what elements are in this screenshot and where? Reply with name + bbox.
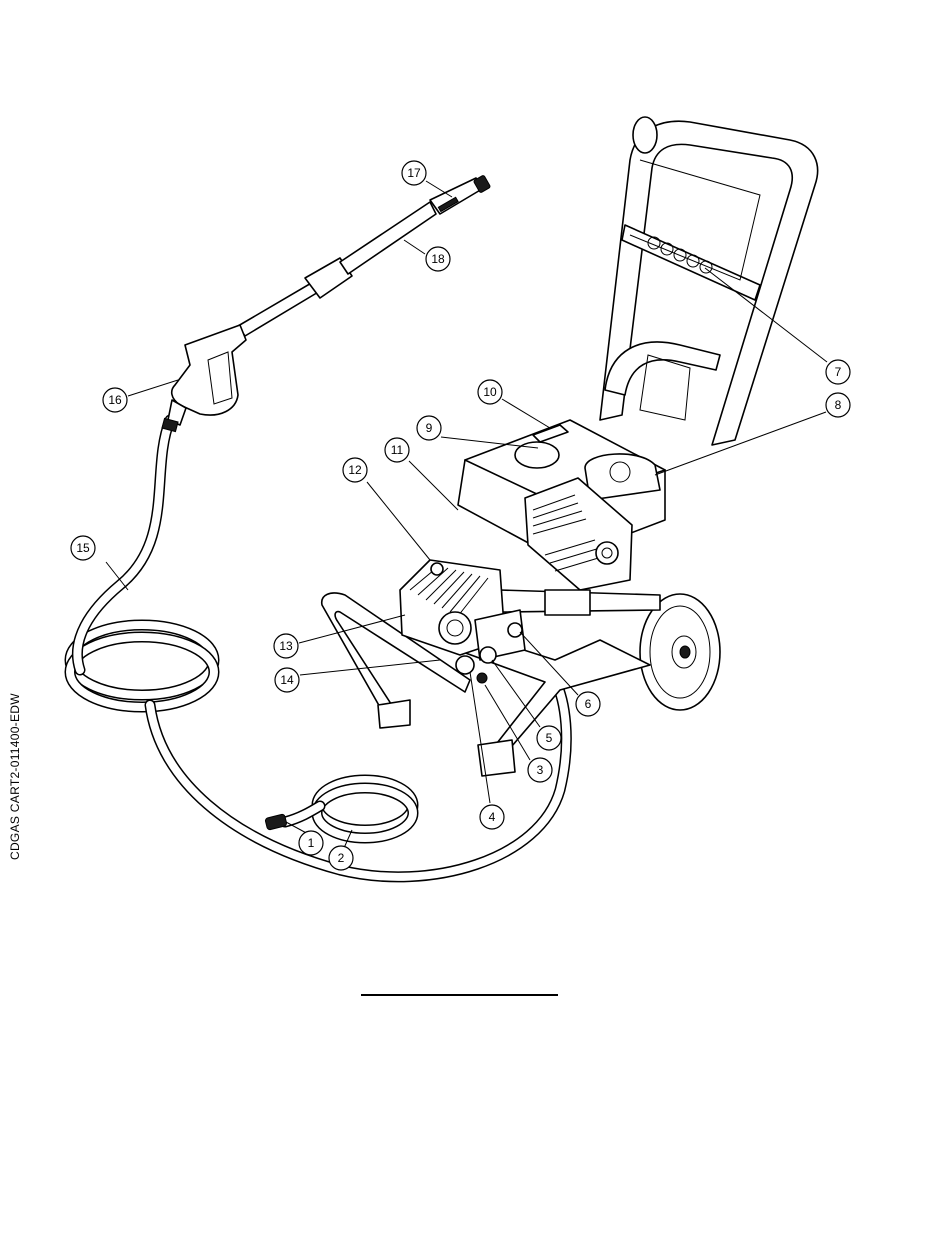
svg-text:13: 13 xyxy=(279,639,293,653)
svg-text:3: 3 xyxy=(537,763,544,777)
svg-text:16: 16 xyxy=(108,393,122,407)
callout-15: 15 xyxy=(71,536,95,560)
callout-10: 10 xyxy=(478,380,502,404)
callout-16: 16 xyxy=(103,388,127,412)
caption-underline xyxy=(361,994,558,996)
svg-text:18: 18 xyxy=(431,252,445,266)
svg-text:7: 7 xyxy=(835,365,842,379)
svg-text:1: 1 xyxy=(308,836,315,850)
callout-3: 3 xyxy=(528,758,552,782)
svg-text:10: 10 xyxy=(483,385,497,399)
spray-wand xyxy=(238,175,491,336)
callout-9: 9 xyxy=(417,416,441,440)
drawing-code: CDGAS CART2-011400-EDW xyxy=(8,693,22,860)
svg-text:12: 12 xyxy=(348,463,362,477)
svg-text:17: 17 xyxy=(407,166,421,180)
svg-text:14: 14 xyxy=(280,673,294,687)
svg-text:15: 15 xyxy=(76,541,90,555)
svg-text:8: 8 xyxy=(835,398,842,412)
callout-5: 5 xyxy=(537,726,561,750)
svg-text:2: 2 xyxy=(338,851,345,865)
callout-6: 6 xyxy=(576,692,600,716)
callout-11: 11 xyxy=(385,438,409,462)
callout-18: 18 xyxy=(426,247,450,271)
callout-12: 12 xyxy=(343,458,367,482)
svg-text:4: 4 xyxy=(489,810,496,824)
callout-1: 1 xyxy=(299,831,323,855)
callout-8: 8 xyxy=(826,393,850,417)
svg-text:9: 9 xyxy=(426,421,433,435)
callout-14: 14 xyxy=(275,668,299,692)
callout-17: 17 xyxy=(402,161,426,185)
hose-coil xyxy=(265,780,413,838)
svg-text:11: 11 xyxy=(391,443,404,457)
spray-gun xyxy=(162,325,246,432)
callout-13: 13 xyxy=(274,634,298,658)
wheel xyxy=(640,594,720,710)
cart-frame xyxy=(600,117,818,445)
svg-text:5: 5 xyxy=(546,731,553,745)
callout-4: 4 xyxy=(480,805,504,829)
svg-text:6: 6 xyxy=(585,697,592,711)
callout-2: 2 xyxy=(329,846,353,870)
callout-7: 7 xyxy=(826,360,850,384)
